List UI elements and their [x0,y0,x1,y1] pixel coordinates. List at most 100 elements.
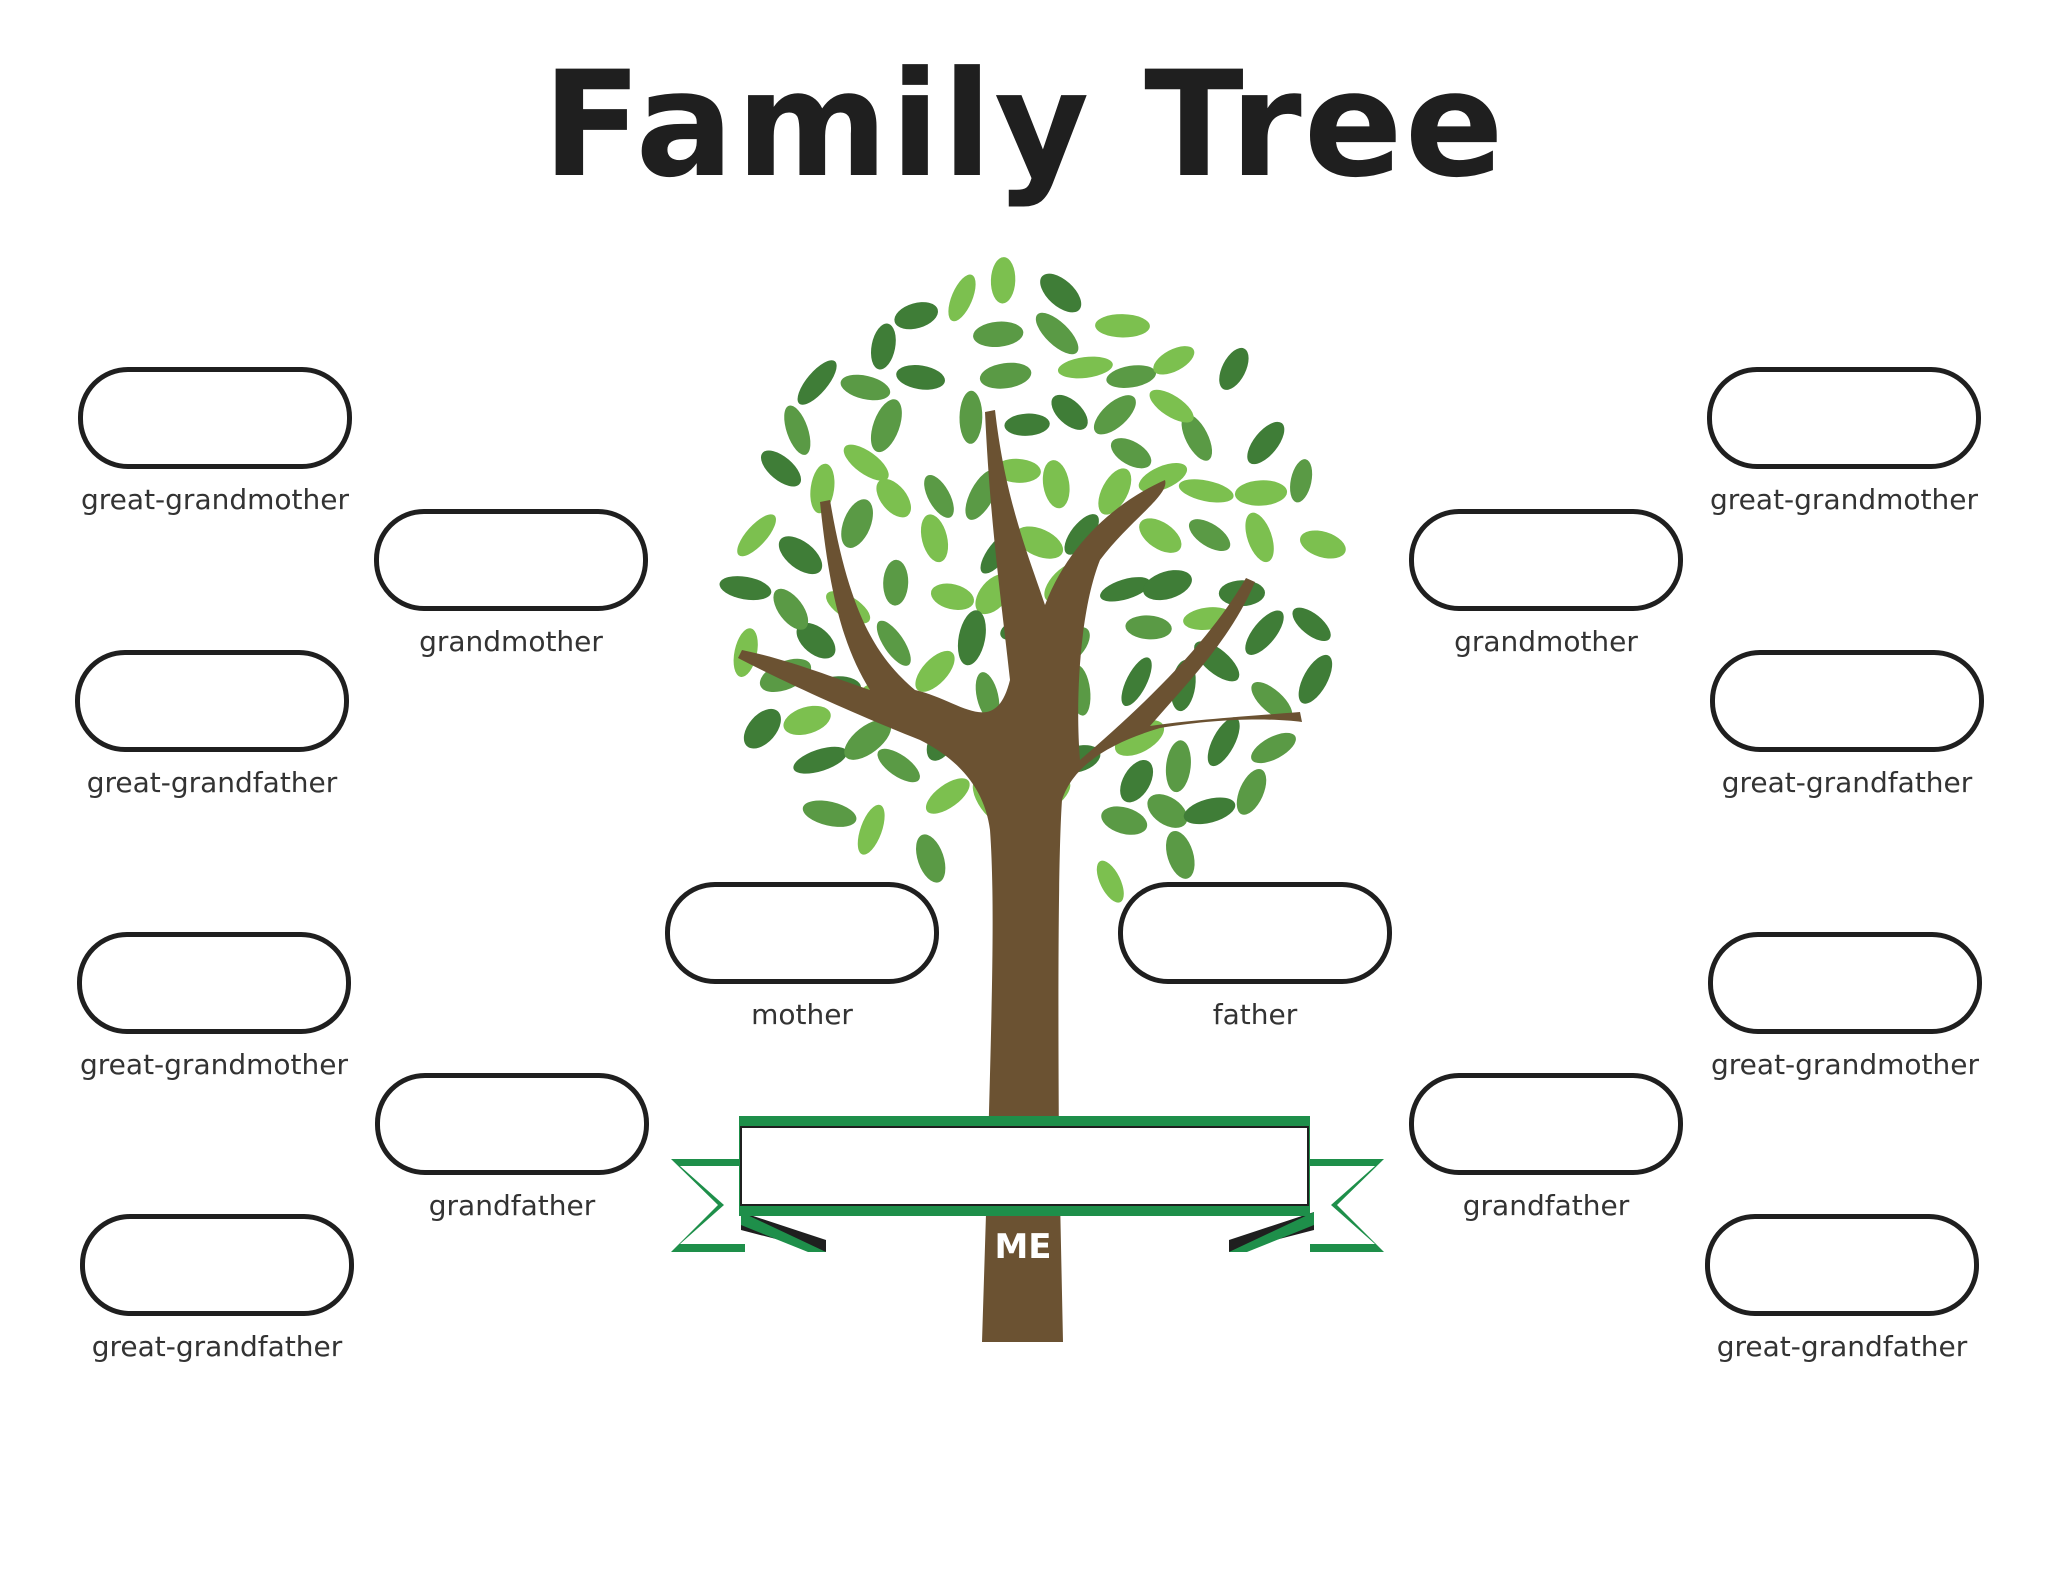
slot-right-great-grandmother-1: great-grandmother [1707,367,1981,516]
slot-left-grandfather: grandfather [375,1073,649,1222]
leaf [959,390,983,444]
me-name-field[interactable] [743,1128,1303,1200]
leaf [1096,860,1124,903]
leaf [990,257,1016,304]
leaf [1147,794,1188,828]
leaf [840,374,891,401]
leaf [1106,365,1157,388]
leaf [1125,615,1172,640]
leaf [994,458,1041,483]
slot-right-great-grandfather-2: great-grandfather [1705,1214,1979,1363]
slot-right-great-grandfather-1: great-grandfather [1710,650,1984,799]
leaf [778,536,823,575]
leaf [948,274,976,322]
leaf [1183,797,1236,825]
leaf [1298,654,1333,704]
leaf [1051,394,1088,430]
leaf [870,323,896,370]
slot-left-grandmother: grandmother [374,509,648,658]
page-title: Family Tree [542,40,1506,210]
slot-label: great-grandmother [1711,1048,1979,1081]
name-field[interactable] [375,1073,649,1175]
slot-label: grandmother [1454,625,1638,658]
name-field[interactable] [1705,1214,1979,1316]
leaf [883,559,909,606]
leaf [1247,421,1285,465]
name-field[interactable] [1707,367,1981,469]
slot-right-grandmother: grandmother [1409,509,1683,658]
slot-right-great-grandmother-2: great-grandmother [1708,932,1982,1081]
leaf [1300,530,1346,559]
leaf [1143,570,1192,601]
leaf [1166,830,1195,879]
leaf [797,360,837,405]
name-field[interactable] [1409,509,1683,611]
leaf [1290,459,1313,503]
slot-label: father [1212,998,1298,1031]
leaf [1165,740,1191,793]
leaf [773,588,809,630]
name-field[interactable] [80,1214,354,1316]
leaf [979,362,1032,389]
leaf [870,399,902,453]
leaf [802,800,857,827]
leaf [973,321,1024,348]
leaf [920,514,949,563]
slot-label: great-grandmother [81,483,349,516]
leaf [1188,519,1231,552]
leaf [1110,438,1152,469]
leaf [1004,413,1050,436]
leaf [784,405,811,455]
leaf [924,474,954,518]
leaf [743,708,781,749]
leaf [1219,347,1249,390]
name-field[interactable] [1710,650,1984,752]
leaf [1234,480,1288,506]
leaf [1064,514,1099,555]
name-field[interactable] [78,367,352,469]
leaf [957,610,986,666]
slot-label: great-grandfather [1716,1330,1968,1363]
leaf [1236,769,1267,815]
slot-label: grandmother [419,625,603,658]
leaf [894,302,939,330]
leaf [877,748,920,783]
leaf [896,365,945,390]
name-field[interactable] [75,650,349,752]
name-field[interactable] [1708,932,1982,1034]
leaf [1181,414,1213,461]
name-field[interactable] [1409,1073,1683,1175]
leaf [1095,314,1150,338]
leaf [930,583,975,611]
leaf [719,576,772,601]
tree-trunk [738,410,1302,1342]
leaf [1101,806,1148,835]
leaf [1292,607,1331,642]
slot-label: great-grandfather [91,1330,343,1363]
leaf [1098,468,1132,515]
leaf [1093,395,1136,435]
slot-label: great-grandfather [1721,766,1973,799]
leaf [876,620,911,666]
slot-right-grandfather: grandfather [1409,1073,1683,1222]
leaf [841,499,873,548]
name-field[interactable] [665,882,939,984]
leaf [975,672,1000,721]
slot-left-great-grandfather-1: great-grandfather [75,650,349,799]
leaf [1251,732,1296,764]
leaf [1153,346,1195,375]
leaf [783,705,831,735]
slot-label: great-grandfather [86,766,338,799]
name-field[interactable] [374,509,648,611]
slot-label: grandfather [428,1189,596,1222]
slot-mother: mother [665,882,939,1031]
leaf [1245,610,1284,655]
slot-left-great-grandmother-1: great-grandmother [78,367,352,516]
leaf [844,719,892,760]
name-field[interactable] [1118,882,1392,984]
slot-label: mother [751,998,853,1031]
leaf [925,778,970,814]
name-field[interactable] [77,932,351,1034]
leaf [915,650,955,692]
me-ribbon [671,1116,1384,1252]
